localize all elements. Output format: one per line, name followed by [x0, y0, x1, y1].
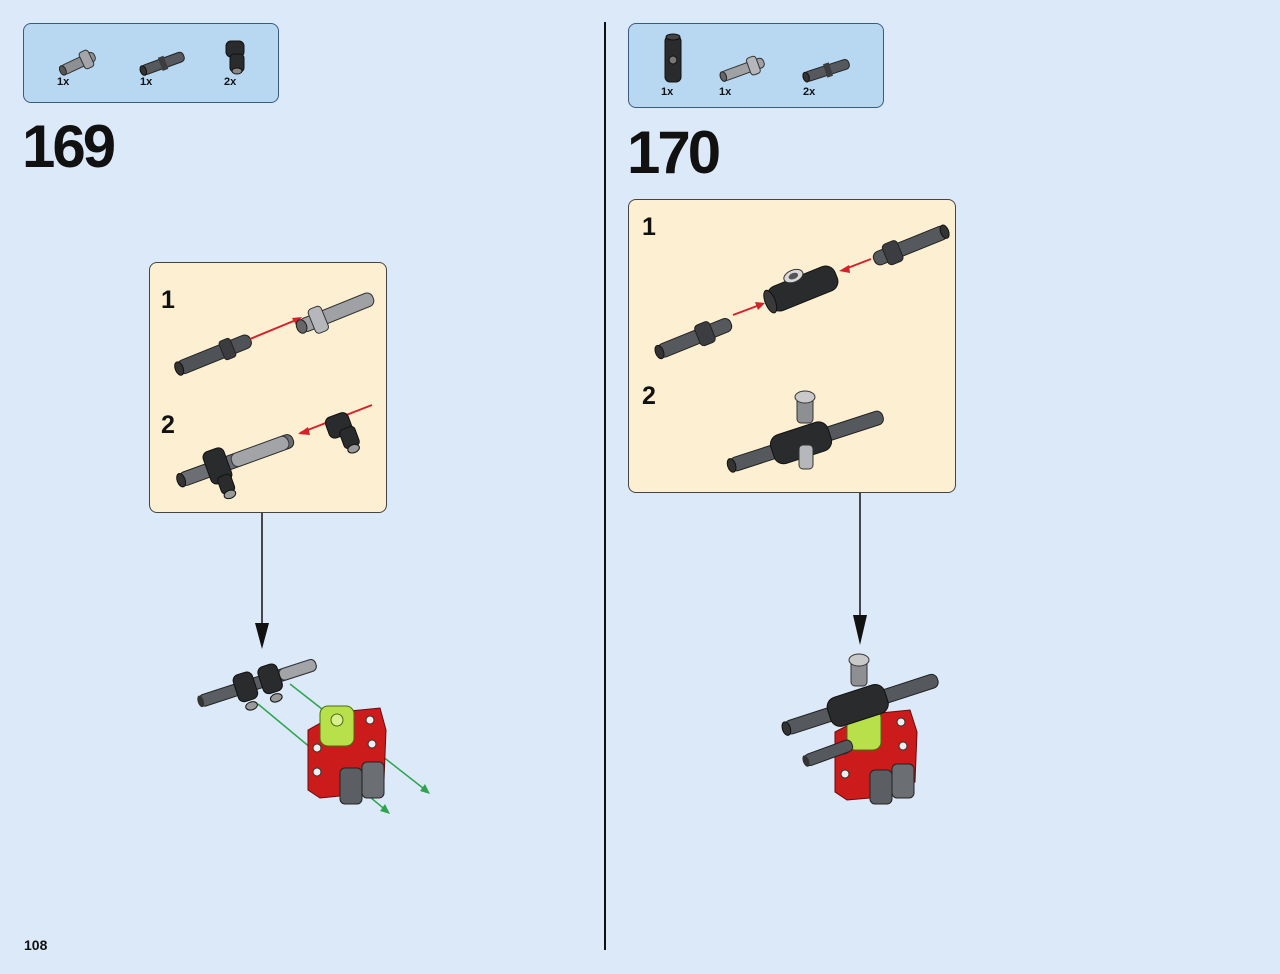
axle-pin-dark-gray-icon [802, 58, 850, 83]
step-170-model-illustration [781, 653, 939, 805]
step-170-parts-list: 1x 1x 2x [628, 23, 884, 108]
assembly-arrow [255, 513, 269, 649]
part-qty: 1x [140, 76, 153, 88]
step-169-model-illustration [197, 659, 430, 814]
substep-1-illustration [174, 292, 375, 376]
step-number: 169 [22, 113, 116, 180]
part-qty: 2x [803, 86, 816, 98]
substep-number: 2 [642, 382, 656, 410]
connector-block-black-icon [664, 33, 682, 83]
step-169-parts-list: 1x 1x 2x [23, 23, 279, 103]
axle-pin-dark-gray-icon [139, 51, 185, 76]
angle-connector-black-icon [225, 40, 245, 75]
page-divider [604, 22, 606, 950]
part-qty: 1x [661, 86, 674, 98]
step-170-substep-panel: 1 2 [628, 199, 956, 493]
part-qty: 1x [57, 76, 70, 88]
part-qty: 2x [224, 76, 237, 88]
step-169-substep-panel: 1 2 [149, 262, 387, 513]
substep-number: 1 [161, 286, 175, 314]
assembly-arrow [853, 493, 867, 645]
substep-number: 1 [642, 213, 656, 241]
page-number: 108 [24, 937, 48, 953]
substep-2-illustration [726, 390, 884, 473]
step-number: 170 [627, 119, 721, 186]
axle-pin-light-gray-icon [719, 55, 765, 82]
substep-number: 2 [161, 411, 175, 439]
substep-2-illustration [176, 404, 373, 500]
axle-pin-light-gray-icon [58, 49, 96, 76]
part-qty: 1x [719, 86, 732, 98]
substep-1-illustration [654, 224, 950, 360]
